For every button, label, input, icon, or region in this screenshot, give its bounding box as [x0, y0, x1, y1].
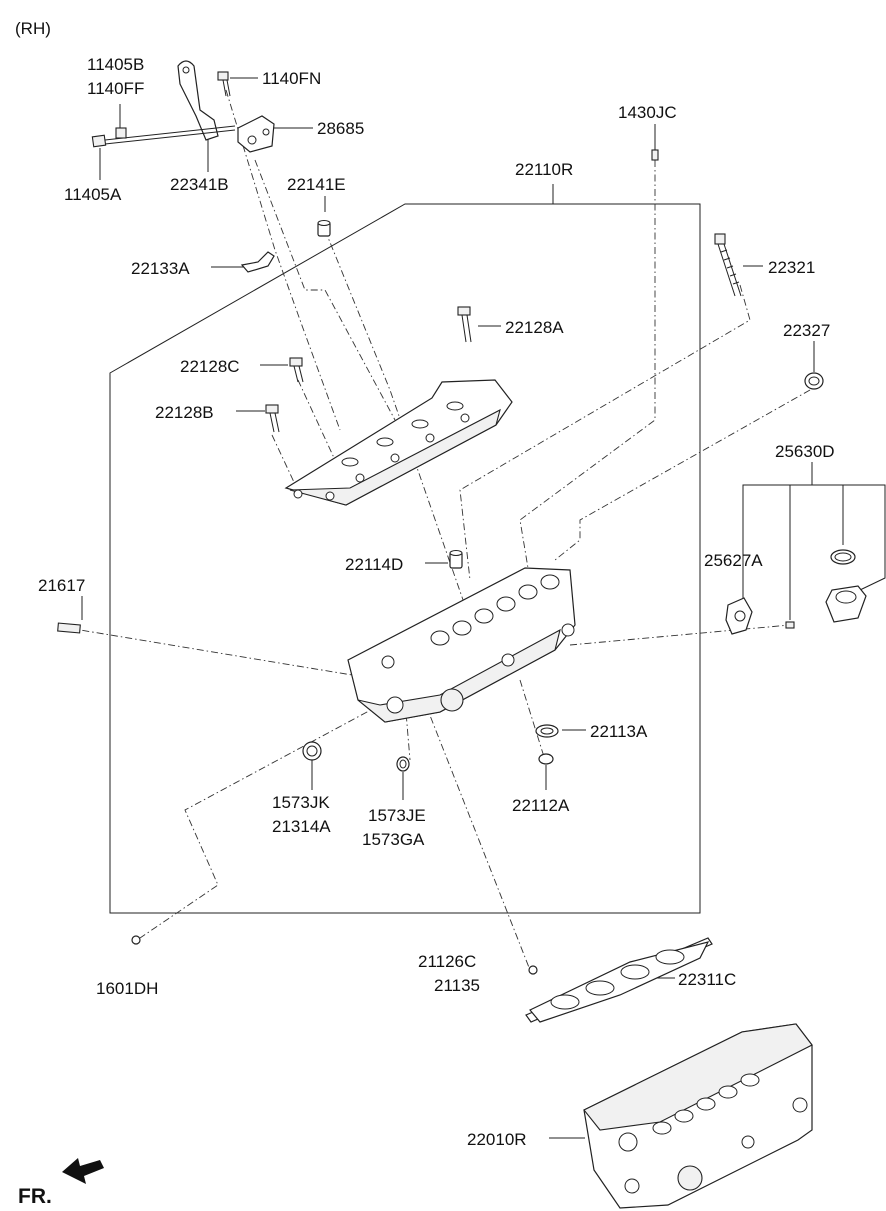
side-label: (RH): [15, 19, 51, 38]
gasket-25627A: [725, 597, 753, 635]
bolt-22128A: [457, 306, 472, 343]
camshaft-housing: [284, 379, 513, 506]
dowel-22141E: [317, 220, 331, 237]
label-25627A: 25627A: [704, 551, 763, 570]
alignment-lines: [67, 89, 811, 971]
bolt-small-25630D: [785, 621, 795, 629]
sensor-28685: [237, 115, 275, 153]
seal-22112A: [538, 753, 554, 765]
label-1573GA: 1573GA: [362, 830, 425, 849]
label-1601DH: 1601DH: [96, 979, 158, 998]
label-22321: 22321: [768, 258, 815, 277]
plug-22327: [804, 372, 824, 390]
label-21314A: 21314A: [272, 817, 331, 836]
clip-22133A: [240, 251, 275, 273]
leader-lines: [81, 77, 886, 1139]
bolt-22128B: [265, 404, 280, 433]
label-22112A: 22112A: [512, 796, 570, 815]
assembly-frame: [109, 203, 701, 914]
bolt-1430JC: [651, 149, 659, 161]
label-1140FF: 1140FF: [87, 79, 144, 98]
stud-21617: [57, 622, 81, 634]
head-gasket-22311C: [525, 937, 713, 1023]
label-21617: 21617: [38, 576, 85, 595]
label-22128A: 22128A: [505, 318, 564, 337]
label-22341B: 22341B: [170, 175, 229, 194]
label-22133A: 22133A: [131, 259, 190, 278]
label-21126C: 21126C: [418, 952, 476, 971]
dowel-22114D: [449, 550, 463, 569]
label-22110R: 22110R: [515, 160, 573, 179]
label-25630D: 25630D: [775, 442, 835, 461]
label-22113A: 22113A: [590, 722, 648, 741]
water-outlet-25630D: [825, 585, 867, 623]
label-11405B: 11405B: [87, 55, 144, 74]
label-1573JE: 1573JE: [368, 806, 426, 825]
label-1430JC: 1430JC: [618, 103, 677, 122]
cylinder-head-exploded: [347, 567, 576, 723]
label-22311C: 22311C: [678, 970, 736, 989]
cylinder-head-assembly: [583, 1023, 813, 1209]
label-22010R: 22010R: [467, 1130, 527, 1149]
seal-1573JK: [302, 741, 322, 761]
label-1140FN: 1140FN: [262, 69, 321, 88]
engine-hanger-bracket: [91, 60, 236, 148]
label-28685: 28685: [317, 119, 364, 138]
seal-22113A: [535, 724, 559, 738]
label-21135: 21135: [434, 976, 480, 995]
direction-label: FR.: [18, 1185, 52, 1208]
bolt-22128C: [289, 357, 304, 383]
oring-25630D: [830, 549, 856, 565]
label-22327: 22327: [783, 321, 830, 340]
label-1573JK: 1573JK: [272, 793, 330, 812]
label-22128C: 22128C: [180, 357, 240, 376]
plug-21126C: [528, 965, 538, 975]
bolt-1140FN: [217, 71, 231, 97]
front-arrow-icon: [62, 1158, 104, 1184]
label-22114D: 22114D: [345, 555, 403, 574]
label-22128B: 22128B: [155, 403, 214, 422]
label-11405A: 11405A: [64, 185, 122, 204]
plug-1573JE: [396, 756, 410, 772]
bolt-22321: [714, 233, 742, 297]
label-22141E: 22141E: [287, 175, 346, 194]
plug-1601DH: [131, 935, 141, 945]
